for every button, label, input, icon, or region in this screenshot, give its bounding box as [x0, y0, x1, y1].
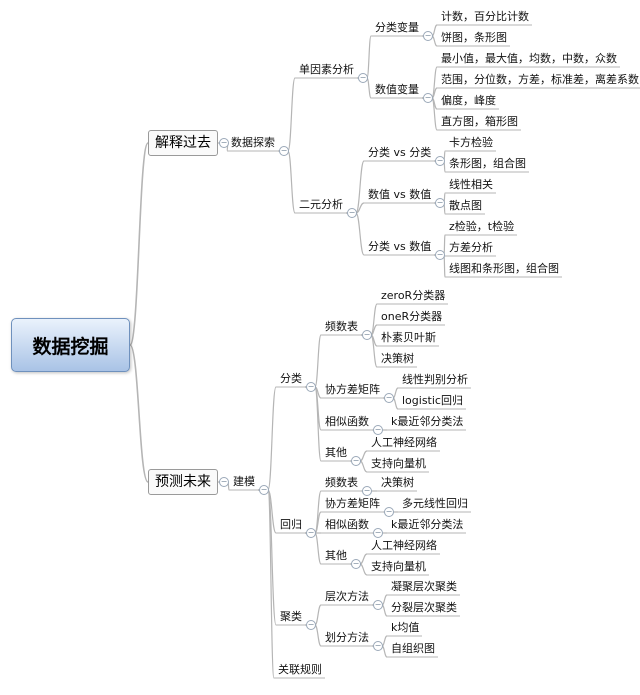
connector-line	[305, 532, 322, 565]
leaf-node[interactable]: 人工神经网络	[371, 436, 437, 449]
leaf-node[interactable]: 凝聚层次聚类	[391, 580, 457, 593]
leaf-node[interactable]: 偏度，峰度	[441, 94, 496, 107]
leaf-node[interactable]: 多元线性回归	[402, 497, 468, 510]
collapse-toggle-icon[interactable]: −	[259, 485, 269, 495]
node-univariate-analysis[interactable]: 单因素分析	[299, 63, 354, 76]
branch-predict-future[interactable]: 预测未来	[148, 469, 218, 495]
connector-line	[129, 142, 149, 346]
collapse-toggle-icon[interactable]: −	[435, 198, 445, 208]
collapse-toggle-icon[interactable]: −	[347, 208, 357, 218]
connector-line	[361, 334, 378, 368]
node-cat-vs-num[interactable]: 分类 vs 数值	[368, 240, 432, 253]
collapse-toggle-icon[interactable]: −	[351, 456, 361, 466]
collapse-toggle-icon[interactable]: −	[384, 393, 394, 403]
collapse-toggle-icon[interactable]: −	[373, 600, 383, 610]
leaf-node[interactable]: 散点图	[449, 199, 482, 212]
collapse-toggle-icon[interactable]: −	[423, 93, 433, 103]
node-similarity-function[interactable]: 相似函数	[325, 518, 369, 531]
connector-line	[278, 150, 296, 214]
node-other[interactable]: 其他	[325, 446, 347, 459]
leaf-node[interactable]: 方差分析	[449, 241, 493, 254]
leaf-node[interactable]: 分裂层次聚类	[391, 601, 457, 614]
node-similarity-function[interactable]: 相似函数	[325, 415, 369, 428]
leaf-node[interactable]: logistic回归	[402, 394, 463, 407]
leaf-node[interactable]: 自组织图	[391, 642, 435, 655]
connector-line	[305, 386, 322, 462]
leaf-node[interactable]: 线性判别分析	[402, 373, 468, 386]
collapse-toggle-icon[interactable]: −	[423, 31, 433, 41]
collapse-toggle-icon[interactable]: −	[435, 156, 445, 166]
node-clustering[interactable]: 聚类	[280, 610, 302, 623]
node-covariance-matrix[interactable]: 协方差矩阵	[325, 383, 380, 396]
connector-line	[357, 35, 372, 79]
collapse-toggle-icon[interactable]: −	[435, 250, 445, 260]
node-partition-method[interactable]: 划分方法	[325, 631, 369, 644]
node-association-rules[interactable]: 关联规则	[278, 663, 322, 676]
node-frequency-table[interactable]: 频数表	[325, 320, 358, 333]
node-classification[interactable]: 分类	[280, 372, 302, 385]
connector-line	[258, 386, 277, 491]
leaf-node[interactable]: 最小值，最大值，均数，中数，众数	[441, 52, 617, 65]
node-data-exploration[interactable]: 数据探索	[231, 136, 275, 149]
connector-line	[278, 77, 296, 152]
leaf-node[interactable]: 朴素贝叶斯	[381, 331, 436, 344]
branch-explain-past[interactable]: 解释过去	[148, 130, 218, 156]
collapse-toggle-icon[interactable]: −	[373, 425, 383, 435]
leaf-node[interactable]: 人工神经网络	[371, 539, 437, 552]
collapse-toggle-icon[interactable]: −	[362, 486, 372, 496]
leaf-node[interactable]: 决策树	[381, 352, 414, 365]
connector-line	[346, 212, 365, 256]
node-categorical-variable[interactable]: 分类变量	[375, 21, 419, 34]
collapse-toggle-icon[interactable]: −	[219, 138, 229, 148]
node-cat-vs-cat[interactable]: 分类 vs 分类	[368, 146, 432, 159]
collapse-toggle-icon[interactable]: −	[306, 620, 316, 630]
leaf-node[interactable]: 计数，百分比计数	[441, 10, 529, 23]
collapse-toggle-icon[interactable]: −	[373, 641, 383, 651]
leaf-node[interactable]: oneR分类器	[381, 310, 443, 323]
leaf-node[interactable]: k最近邻分类法	[391, 518, 464, 531]
node-hierarchical-method[interactable]: 层次方法	[325, 590, 369, 603]
leaf-node[interactable]: 直方图，箱形图	[441, 115, 518, 128]
collapse-toggle-icon[interactable]: −	[279, 146, 289, 156]
leaf-node[interactable]: 支持向量机	[371, 457, 426, 470]
leaf-node[interactable]: zeroR分类器	[381, 289, 446, 302]
leaf-node[interactable]: 线性相关	[449, 178, 493, 191]
leaf-node[interactable]: 饼图，条形图	[441, 31, 507, 44]
leaf-node[interactable]: z检验，t检验	[449, 220, 515, 233]
leaf-node[interactable]: 支持向量机	[371, 560, 426, 573]
connector-line	[258, 489, 275, 679]
leaf-node[interactable]: 线图和条形图，组合图	[449, 262, 559, 275]
collapse-toggle-icon[interactable]: −	[306, 528, 316, 538]
collapse-toggle-icon[interactable]: −	[362, 330, 372, 340]
connector-line	[305, 334, 322, 388]
collapse-toggle-icon[interactable]: −	[351, 559, 361, 569]
leaf-node[interactable]: 条形图，组合图	[449, 157, 526, 170]
root-node[interactable]: 数据挖掘	[11, 318, 130, 372]
collapse-toggle-icon[interactable]: −	[219, 477, 229, 487]
collapse-toggle-icon[interactable]: −	[373, 528, 383, 538]
node-other[interactable]: 其他	[325, 549, 347, 562]
leaf-node[interactable]: k均值	[391, 621, 420, 634]
node-regression[interactable]: 回归	[280, 518, 302, 531]
leaf-node[interactable]: 决策树	[381, 476, 414, 489]
node-frequency-table[interactable]: 频数表	[325, 476, 358, 489]
node-covariance-matrix[interactable]: 协方差矩阵	[325, 497, 380, 510]
node-num-vs-num[interactable]: 数值 vs 数值	[368, 188, 432, 201]
collapse-toggle-icon[interactable]: −	[384, 507, 394, 517]
leaf-node[interactable]: 范围，分位数，方差，标准差，离差系数	[441, 73, 639, 86]
connector-line	[305, 490, 322, 534]
leaf-node[interactable]: k最近邻分类法	[391, 415, 464, 428]
leaf-node[interactable]: 卡方检验	[449, 136, 493, 149]
connector-line	[258, 489, 277, 534]
node-modeling[interactable]: 建模	[233, 475, 255, 488]
connector-line	[258, 489, 277, 626]
collapse-toggle-icon[interactable]: −	[306, 382, 316, 392]
connector-line	[129, 344, 149, 483]
node-numeric-variable[interactable]: 数值变量	[375, 83, 419, 96]
collapse-toggle-icon[interactable]: −	[358, 73, 368, 83]
node-bivariate-analysis[interactable]: 二元分析	[299, 198, 343, 211]
